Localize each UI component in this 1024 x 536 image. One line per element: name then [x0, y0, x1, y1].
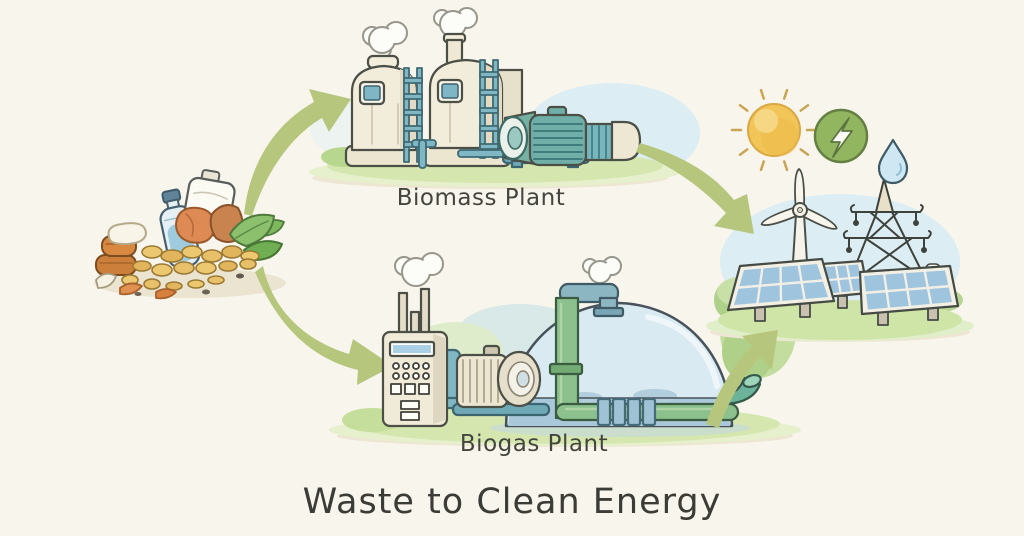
clean-energy-icon — [706, 88, 974, 342]
chimney-pipes-icon — [397, 287, 431, 338]
generator-pump-icon — [497, 105, 642, 169]
biomass-plant-icon — [344, 7, 642, 169]
smoke-cloud-icon — [394, 252, 622, 287]
smoke-cloud-icon — [362, 7, 478, 57]
green-pipe-icon — [548, 282, 762, 427]
arrow-waste-to-biogas-icon — [255, 266, 393, 385]
arrow-biomass-to-energy-icon — [636, 143, 754, 234]
diagram-title: Waste to Clean Energy — [302, 482, 722, 522]
control-unit-icon — [381, 330, 478, 428]
biogas-plant-icon — [381, 252, 762, 437]
water-drop-icon — [877, 138, 909, 185]
arrow-biogas-to-energy-icon — [706, 330, 778, 428]
eggshell-icon — [95, 272, 117, 289]
orange-peel-icon — [175, 206, 216, 244]
arrow-waste-to-biomass-icon — [244, 89, 351, 216]
leaf-icons — [229, 213, 285, 261]
solar-panel-icon — [726, 257, 960, 326]
lightning-bolt-icon — [813, 108, 869, 164]
waste-pile-icon — [95, 169, 285, 300]
food-scrap-icons — [121, 245, 260, 291]
transmission-tower-icon — [842, 178, 932, 273]
cream-dollop-icon — [107, 222, 147, 245]
ladder-icon — [479, 59, 499, 159]
biogas-plant-label: Biogas Plant — [459, 431, 609, 457]
sun-icon — [730, 88, 818, 172]
biomass-plant-label: Biomass Plant — [396, 185, 566, 211]
pump-motor-icon — [451, 344, 551, 417]
